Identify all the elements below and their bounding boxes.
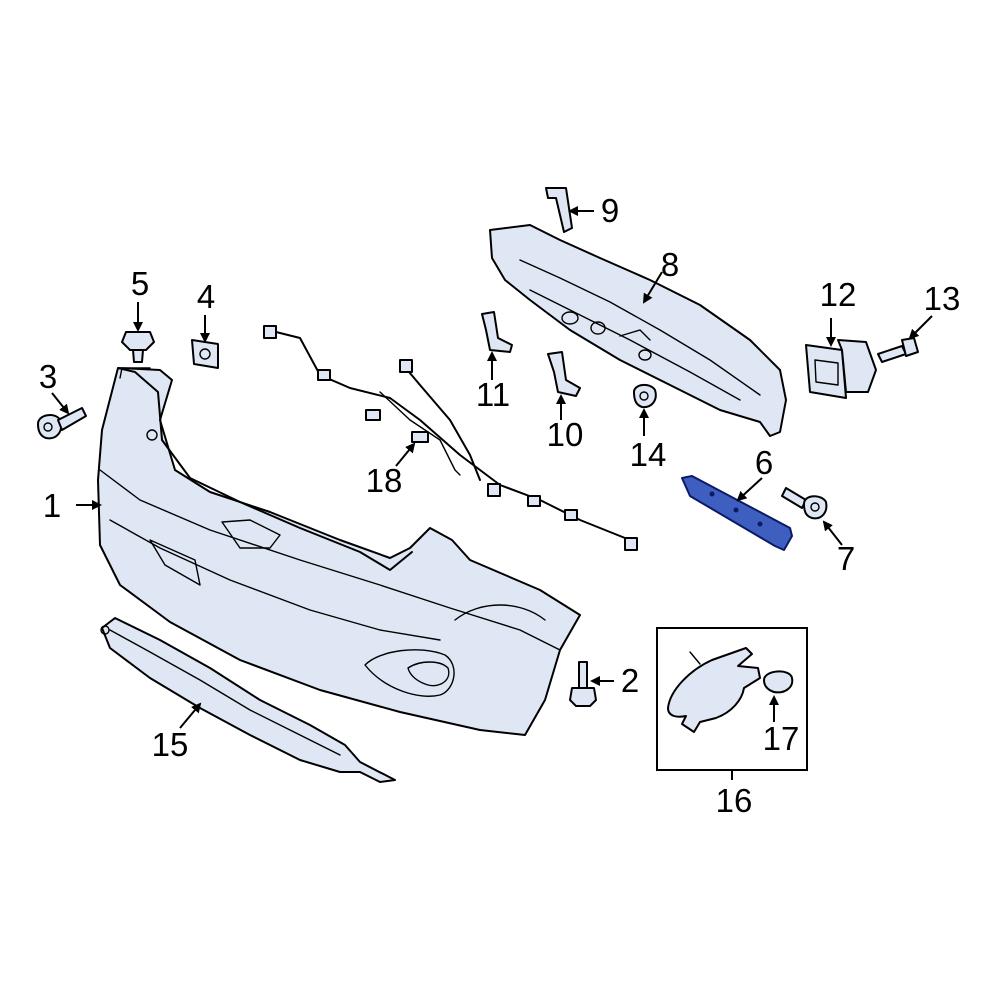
callout-16: 16: [716, 782, 753, 819]
highlighted-bracket-part-6: [681, 475, 793, 551]
callout-11: 11: [476, 376, 510, 413]
callout-9: 9: [601, 192, 619, 229]
callout-3: 3: [39, 358, 57, 395]
callout-17: 17: [763, 720, 800, 757]
bolt-part-13: [877, 337, 919, 363]
callout-1: 1: [43, 487, 61, 524]
reinforcement-beam-part: [489, 224, 787, 437]
callout-13: 13: [924, 280, 961, 317]
clip-nut-part-4: [191, 339, 219, 369]
callout-15: 15: [152, 726, 189, 763]
callout-7: 7: [837, 540, 855, 577]
wiring-harness-part: [263, 325, 638, 551]
bracket-part-11: [481, 311, 513, 353]
callout-18: 18: [366, 462, 403, 499]
callout-8: 8: [661, 246, 679, 283]
callout-14: 14: [630, 436, 667, 473]
bolt-part-2: [569, 661, 597, 707]
callout-10: 10: [547, 416, 584, 453]
callout-labels: 1 2 3 4 5 6 7 8 9 10 11 12 13 14 15 16 1…: [39, 192, 961, 819]
callout-6: 6: [755, 444, 773, 481]
screw-part-3: [37, 407, 87, 440]
callout-4: 4: [197, 278, 215, 315]
bumper-cover-part: [97, 367, 581, 736]
callout-5: 5: [131, 265, 149, 302]
leader-lines: [51, 206, 933, 780]
bracket-part-9: [545, 187, 573, 233]
nut-part-14: [633, 384, 657, 409]
mounting-bracket-part-12: [805, 339, 877, 399]
callout-2: 2: [621, 662, 639, 699]
push-clip-part-5: [121, 331, 155, 363]
bracket-part-10: [547, 351, 581, 397]
callout-12: 12: [820, 276, 857, 313]
screw-part-7: [781, 487, 828, 520]
